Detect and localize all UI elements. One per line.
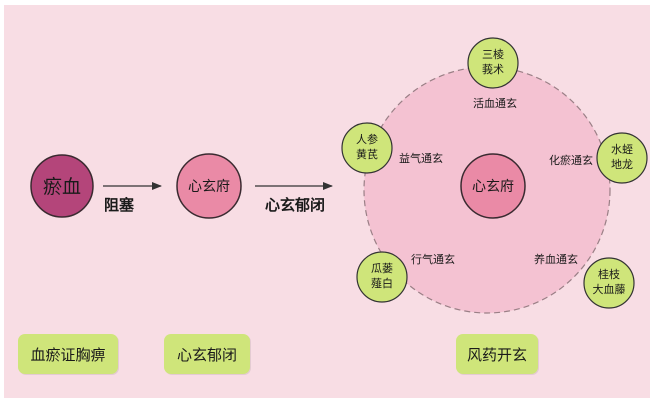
herb-node-guizhi-daxueteng (583, 257, 635, 309)
heart-xuanfu-left-label: 心玄府 (188, 178, 230, 195)
herb-node-gualou-xiebai (356, 251, 408, 303)
herb-bottom-right-line1: 桂枝 (598, 267, 620, 281)
method-bottom-right: 养血通玄 (534, 252, 578, 266)
herb-left-line1: 人参 (356, 132, 378, 146)
method-bottom-left: 行气通玄 (411, 252, 455, 266)
herb-node-renshen-huangqi (341, 122, 393, 174)
method-left: 益气通玄 (399, 151, 443, 165)
herb-node-sanleng-ezhu (467, 37, 519, 89)
heart-xuanfu-node-center (460, 153, 526, 219)
stagnation-label: 心玄郁闭 (265, 196, 325, 214)
herb-left-line2: 黄芪 (356, 147, 378, 161)
herb-bottom-left-line1: 瓜蒌 (371, 262, 393, 275)
heart-xuanfu-node-left (176, 153, 242, 219)
pathogenesis-label: 心玄郁闭 (164, 334, 250, 374)
obstruct-label: 阻塞 (104, 196, 135, 214)
method-right: 化瘀通玄 (549, 153, 593, 167)
herb-bottom-left-line2: 薤白 (371, 276, 393, 290)
heart-xuanfu-center-label: 心玄府 (472, 178, 514, 195)
herb-right-line2: 地龙 (611, 158, 633, 171)
herb-node-shuizhi-dilong (596, 132, 648, 184)
blood-stasis-label: 瘀血 (43, 176, 81, 198)
blood-stasis-node (30, 154, 94, 218)
treatment-label: 风药开玄 (456, 334, 538, 374)
herb-top-line2: 莪术 (482, 63, 504, 76)
method-top: 活血通玄 (473, 96, 517, 110)
herb-top-line1: 三棱 (482, 48, 504, 61)
herb-bottom-right-line2: 大血藤 (593, 282, 626, 296)
herb-right-line1: 水蛭 (611, 143, 633, 156)
syndrome-label: 血瘀证胸痹 (18, 334, 118, 374)
